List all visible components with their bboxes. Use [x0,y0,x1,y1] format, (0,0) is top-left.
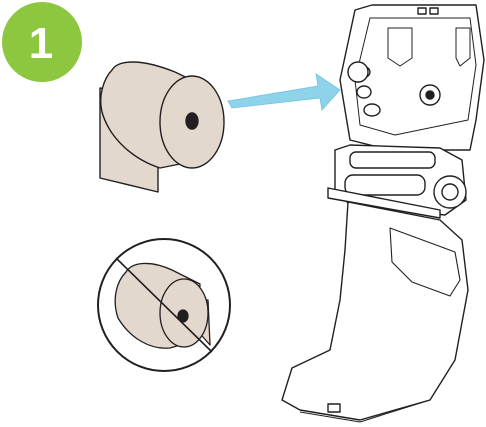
dispenser-front-cover [281,201,469,421]
small-roll-icon [114,262,211,349]
arrow-shape [227,73,341,111]
step-badge: 1 [2,2,82,82]
spindle-left [347,61,369,83]
mount-bracket-left [387,27,413,67]
dispenser-icon [281,4,485,423]
bottom-latch [327,403,341,413]
insert-arrow-icon [227,73,341,111]
prohibited-slash-icon [115,257,213,353]
mount-hole-2 [356,85,372,99]
cover-bottom-lip [299,399,431,423]
cover-window [389,227,461,297]
incorrect-roll-example [97,238,231,372]
step-badge-circle [2,2,82,82]
dispenser-back-inner [354,17,477,136]
roll-core-hole [185,112,199,130]
paper-roll-icon [99,61,225,193]
roller-bottom [344,174,426,196]
top-slot-1 [417,7,427,15]
mount-hole-3 [363,103,381,117]
small-roll-core [177,309,189,323]
spindle-right-inner [425,90,435,100]
step-number: 1 [29,19,53,68]
feed-knob-inner [441,183,459,201]
roller-top [349,151,436,169]
mount-bracket-right [455,27,471,67]
top-slot-2 [429,7,439,15]
base-rail [327,187,441,219]
